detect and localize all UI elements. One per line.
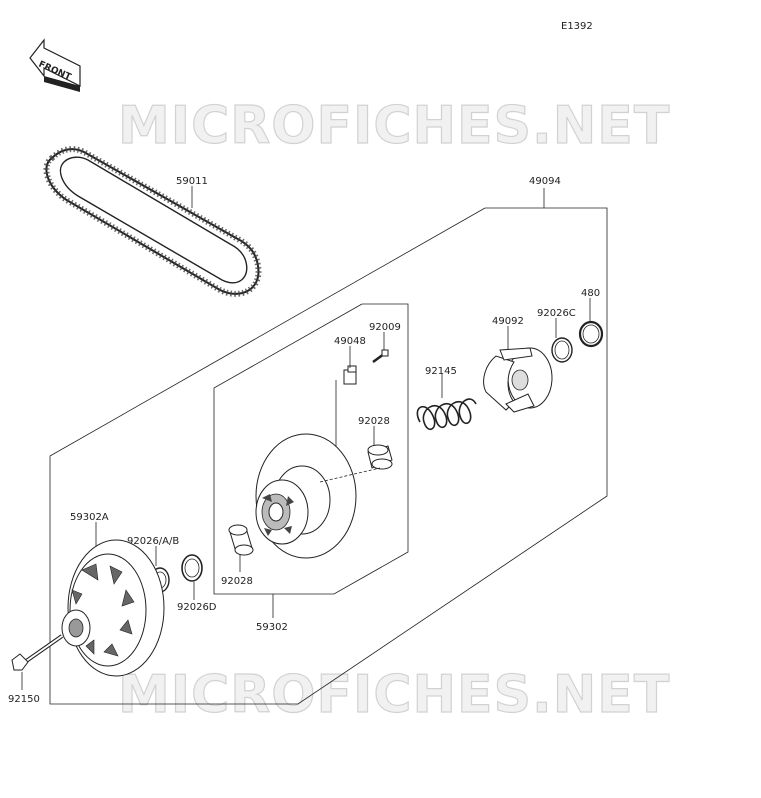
label-92026d: 92026D (177, 602, 217, 613)
circlip-480-icon (578, 320, 604, 348)
cam-49092-icon (483, 347, 553, 413)
label-59011: 59011 (176, 176, 208, 187)
drive-belt-icon (43, 146, 262, 297)
diagram-code: E1392 (561, 21, 593, 32)
bushing-92028-upper-icon (367, 444, 393, 470)
label-92009: 92009 (369, 322, 401, 333)
label-49094: 49094 (529, 176, 561, 187)
washer-92026c-icon (551, 337, 573, 363)
washer-92026d-icon (181, 554, 203, 582)
label-92028-lower: 92028 (221, 576, 253, 587)
movable-sheave-icon (255, 433, 357, 559)
bolt-92150-icon (11, 634, 64, 671)
front-arrow-icon: FRONT (29, 38, 81, 92)
label-480: 480 (581, 288, 600, 299)
label-92026ab: 92026/A/B (127, 536, 179, 547)
bushing-92028-lower-icon (228, 524, 254, 556)
label-59302: 59302 (256, 622, 288, 633)
bolt-92009-icon (372, 349, 389, 364)
label-92150: 92150 (8, 694, 40, 705)
fixed-sheave-icon (61, 539, 165, 677)
label-49048: 49048 (334, 336, 366, 347)
slider-49048-icon (343, 365, 357, 385)
label-49092: 49092 (492, 316, 524, 327)
label-59302a: 59302A (70, 512, 109, 523)
label-92145: 92145 (425, 366, 457, 377)
watermark-bottom: MICROFICHES.NET (118, 665, 670, 725)
label-92026c: 92026C (537, 308, 576, 319)
label-92028-upper: 92028 (358, 416, 390, 427)
spring-92145-icon (416, 398, 477, 431)
watermark-top: MICROFICHES.NET (118, 96, 670, 156)
